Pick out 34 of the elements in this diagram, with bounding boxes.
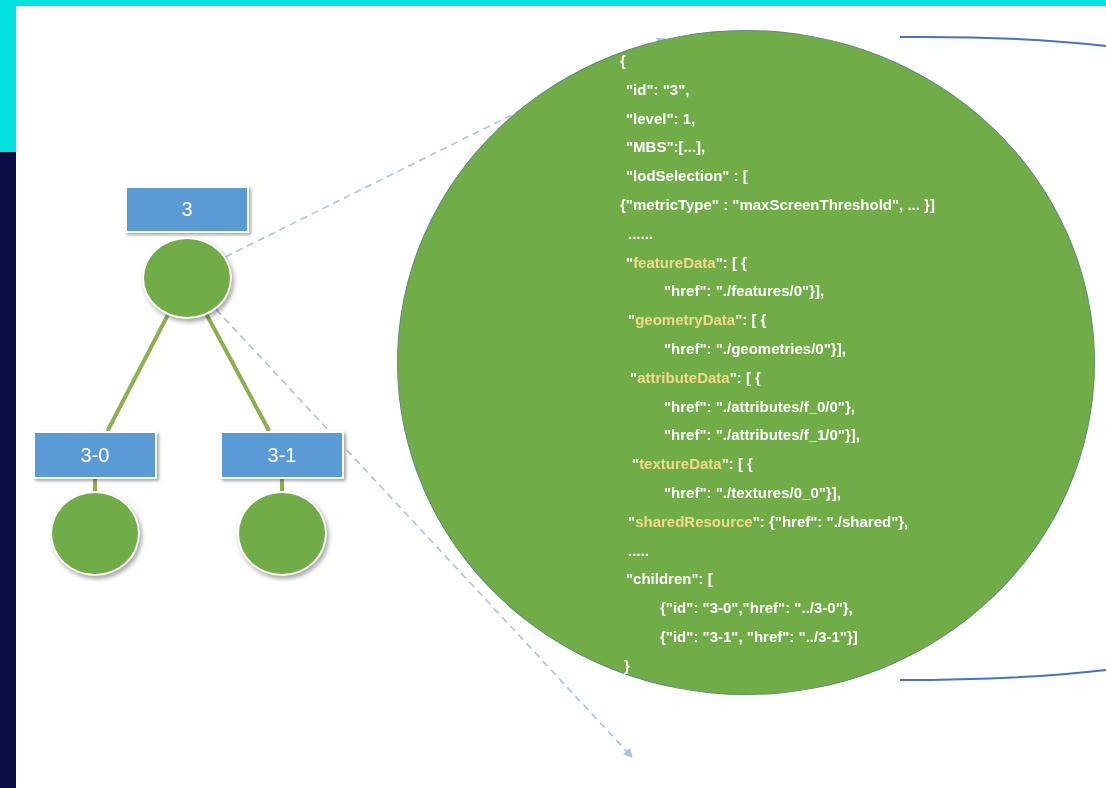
code-line: "textureData": [ { — [632, 454, 753, 475]
code-line: ..... — [628, 540, 649, 561]
code-line: "geometryData": [ { — [628, 310, 767, 331]
node-id: 3-0 — [80, 443, 110, 467]
dashed-arrow — [215, 308, 633, 758]
code-line: {"id": "3-1", "href": "../3-1"}] — [660, 627, 858, 647]
code-line: "level": 1, — [626, 108, 696, 129]
tree-link — [105, 314, 170, 432]
code-line: {"metricType" : "maxScreenThreshold", ... }] — [620, 195, 935, 215]
node-id-label — [220, 431, 344, 479]
code-line: "children": [ — [626, 569, 713, 590]
node-id-label — [125, 186, 249, 233]
code-line: ...... — [628, 223, 653, 244]
code-line: "sharedResource": {"href": "./shared"}, — [628, 511, 909, 532]
code-line: } — [624, 655, 630, 676]
code-line: "href": "./textures/0_0"}], — [664, 483, 841, 503]
code-line: "href": "./geometries/0"}], — [664, 339, 846, 359]
node-id: 3 — [181, 198, 193, 221]
tree-link — [93, 479, 97, 491]
code-line: "attributeData": [ { — [630, 367, 761, 388]
code-line: {"id": "3-0","href": "../3-0"}, — [660, 598, 853, 619]
node-id: 3-1 — [267, 443, 297, 467]
code-line: { — [620, 51, 626, 71]
code-line: "featureData": [ { — [626, 252, 747, 273]
tree-link — [280, 479, 284, 491]
tree-link — [205, 313, 271, 432]
code-line: "href": "./attributes/f_1/0"}], — [664, 425, 860, 446]
tree-node-circle — [142, 237, 232, 319]
code-line: "lodSelection" : [ — [626, 166, 748, 187]
code-line: "id": "3", — [626, 79, 690, 100]
code-line: "href": "./features/0"}], — [664, 281, 825, 302]
code-line: "href": "./attributes/f_0/0"}, — [664, 396, 855, 417]
node-id-label — [33, 431, 157, 479]
code-line: "MBS":[...], — [626, 137, 706, 158]
